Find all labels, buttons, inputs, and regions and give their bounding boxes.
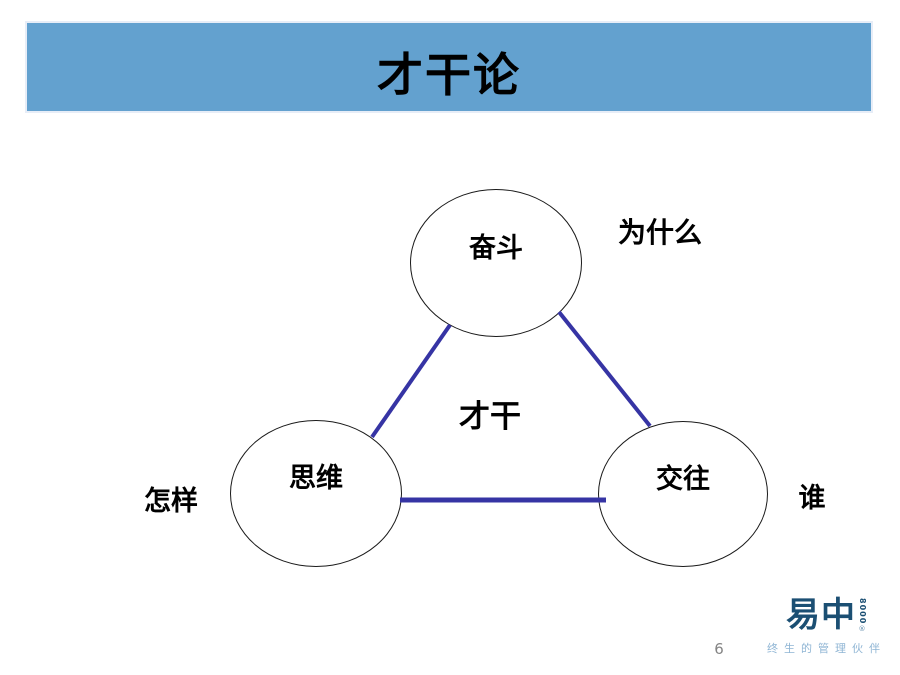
node-circle-interaction: 交往	[598, 421, 768, 567]
logo-wordmark: 易中	[786, 595, 856, 635]
node-label-striving: 奋斗	[469, 232, 523, 264]
node-circle-thinking: 思维	[230, 420, 402, 567]
node-label-thinking: 思维	[289, 463, 343, 494]
logo-side-block: 8000 ®	[858, 598, 867, 634]
logo-vertical-numerals: 8000	[858, 598, 867, 625]
logo-tagline: 终生的管理伙伴	[767, 642, 886, 655]
annotation-who: 谁	[798, 483, 826, 514]
node-circle-striving: 奋斗	[410, 189, 582, 337]
slide-title: 才干论	[377, 48, 521, 102]
annotation-why: 为什么	[617, 216, 702, 249]
connector-top-to-left	[370, 323, 452, 439]
company-logo: 易中 8000 ®	[786, 595, 867, 635]
diagram-center-label: 才干	[459, 399, 521, 435]
page-number: 6	[714, 640, 724, 658]
annotation-how: 怎样	[144, 486, 198, 517]
title-banner: 才干论	[25, 21, 873, 113]
node-label-interaction: 交往	[656, 463, 710, 495]
registered-trademark-icon: ®	[858, 625, 866, 634]
connector-top-to-right	[557, 310, 652, 428]
